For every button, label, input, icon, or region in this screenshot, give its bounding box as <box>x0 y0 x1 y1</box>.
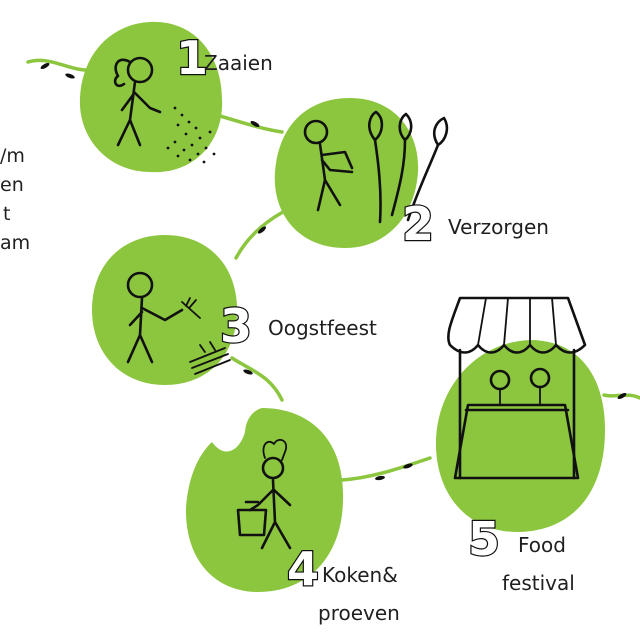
step-2-label-group: 2 Verzorgen <box>402 197 549 251</box>
step-3-circle <box>92 235 237 385</box>
step-3-number: 3 <box>220 299 252 353</box>
leaf-icon <box>65 72 76 79</box>
step-2-label: Verzorgen <box>448 215 549 239</box>
vine-2-3 <box>236 212 283 258</box>
step-4-label: Koken& <box>322 563 398 587</box>
step-3-label-group: 3 Oogstfeest <box>220 299 377 353</box>
step-5-label: Food <box>518 533 566 557</box>
step-4-label-group: 4 Koken& proeven <box>287 542 400 625</box>
step-1-label: Zaaien <box>204 51 273 75</box>
vine-start <box>28 60 92 70</box>
step-2-circle <box>275 98 418 248</box>
plant-leaf <box>434 118 447 145</box>
step-3-label: Oogstfeest <box>268 316 377 340</box>
stall-stripes <box>478 298 556 345</box>
vine-3-4 <box>232 358 282 400</box>
step-circles <box>80 22 605 592</box>
step-2-number: 2 <box>402 197 434 251</box>
step-5-label-2: festival <box>502 571 575 595</box>
step-4-label-2: proeven <box>318 601 400 625</box>
step-5-number: 5 <box>468 512 500 566</box>
step-1-label-group: 1 Zaaien <box>176 31 273 85</box>
vine-4-5 <box>342 458 430 480</box>
step-4-number: 4 <box>287 542 319 596</box>
